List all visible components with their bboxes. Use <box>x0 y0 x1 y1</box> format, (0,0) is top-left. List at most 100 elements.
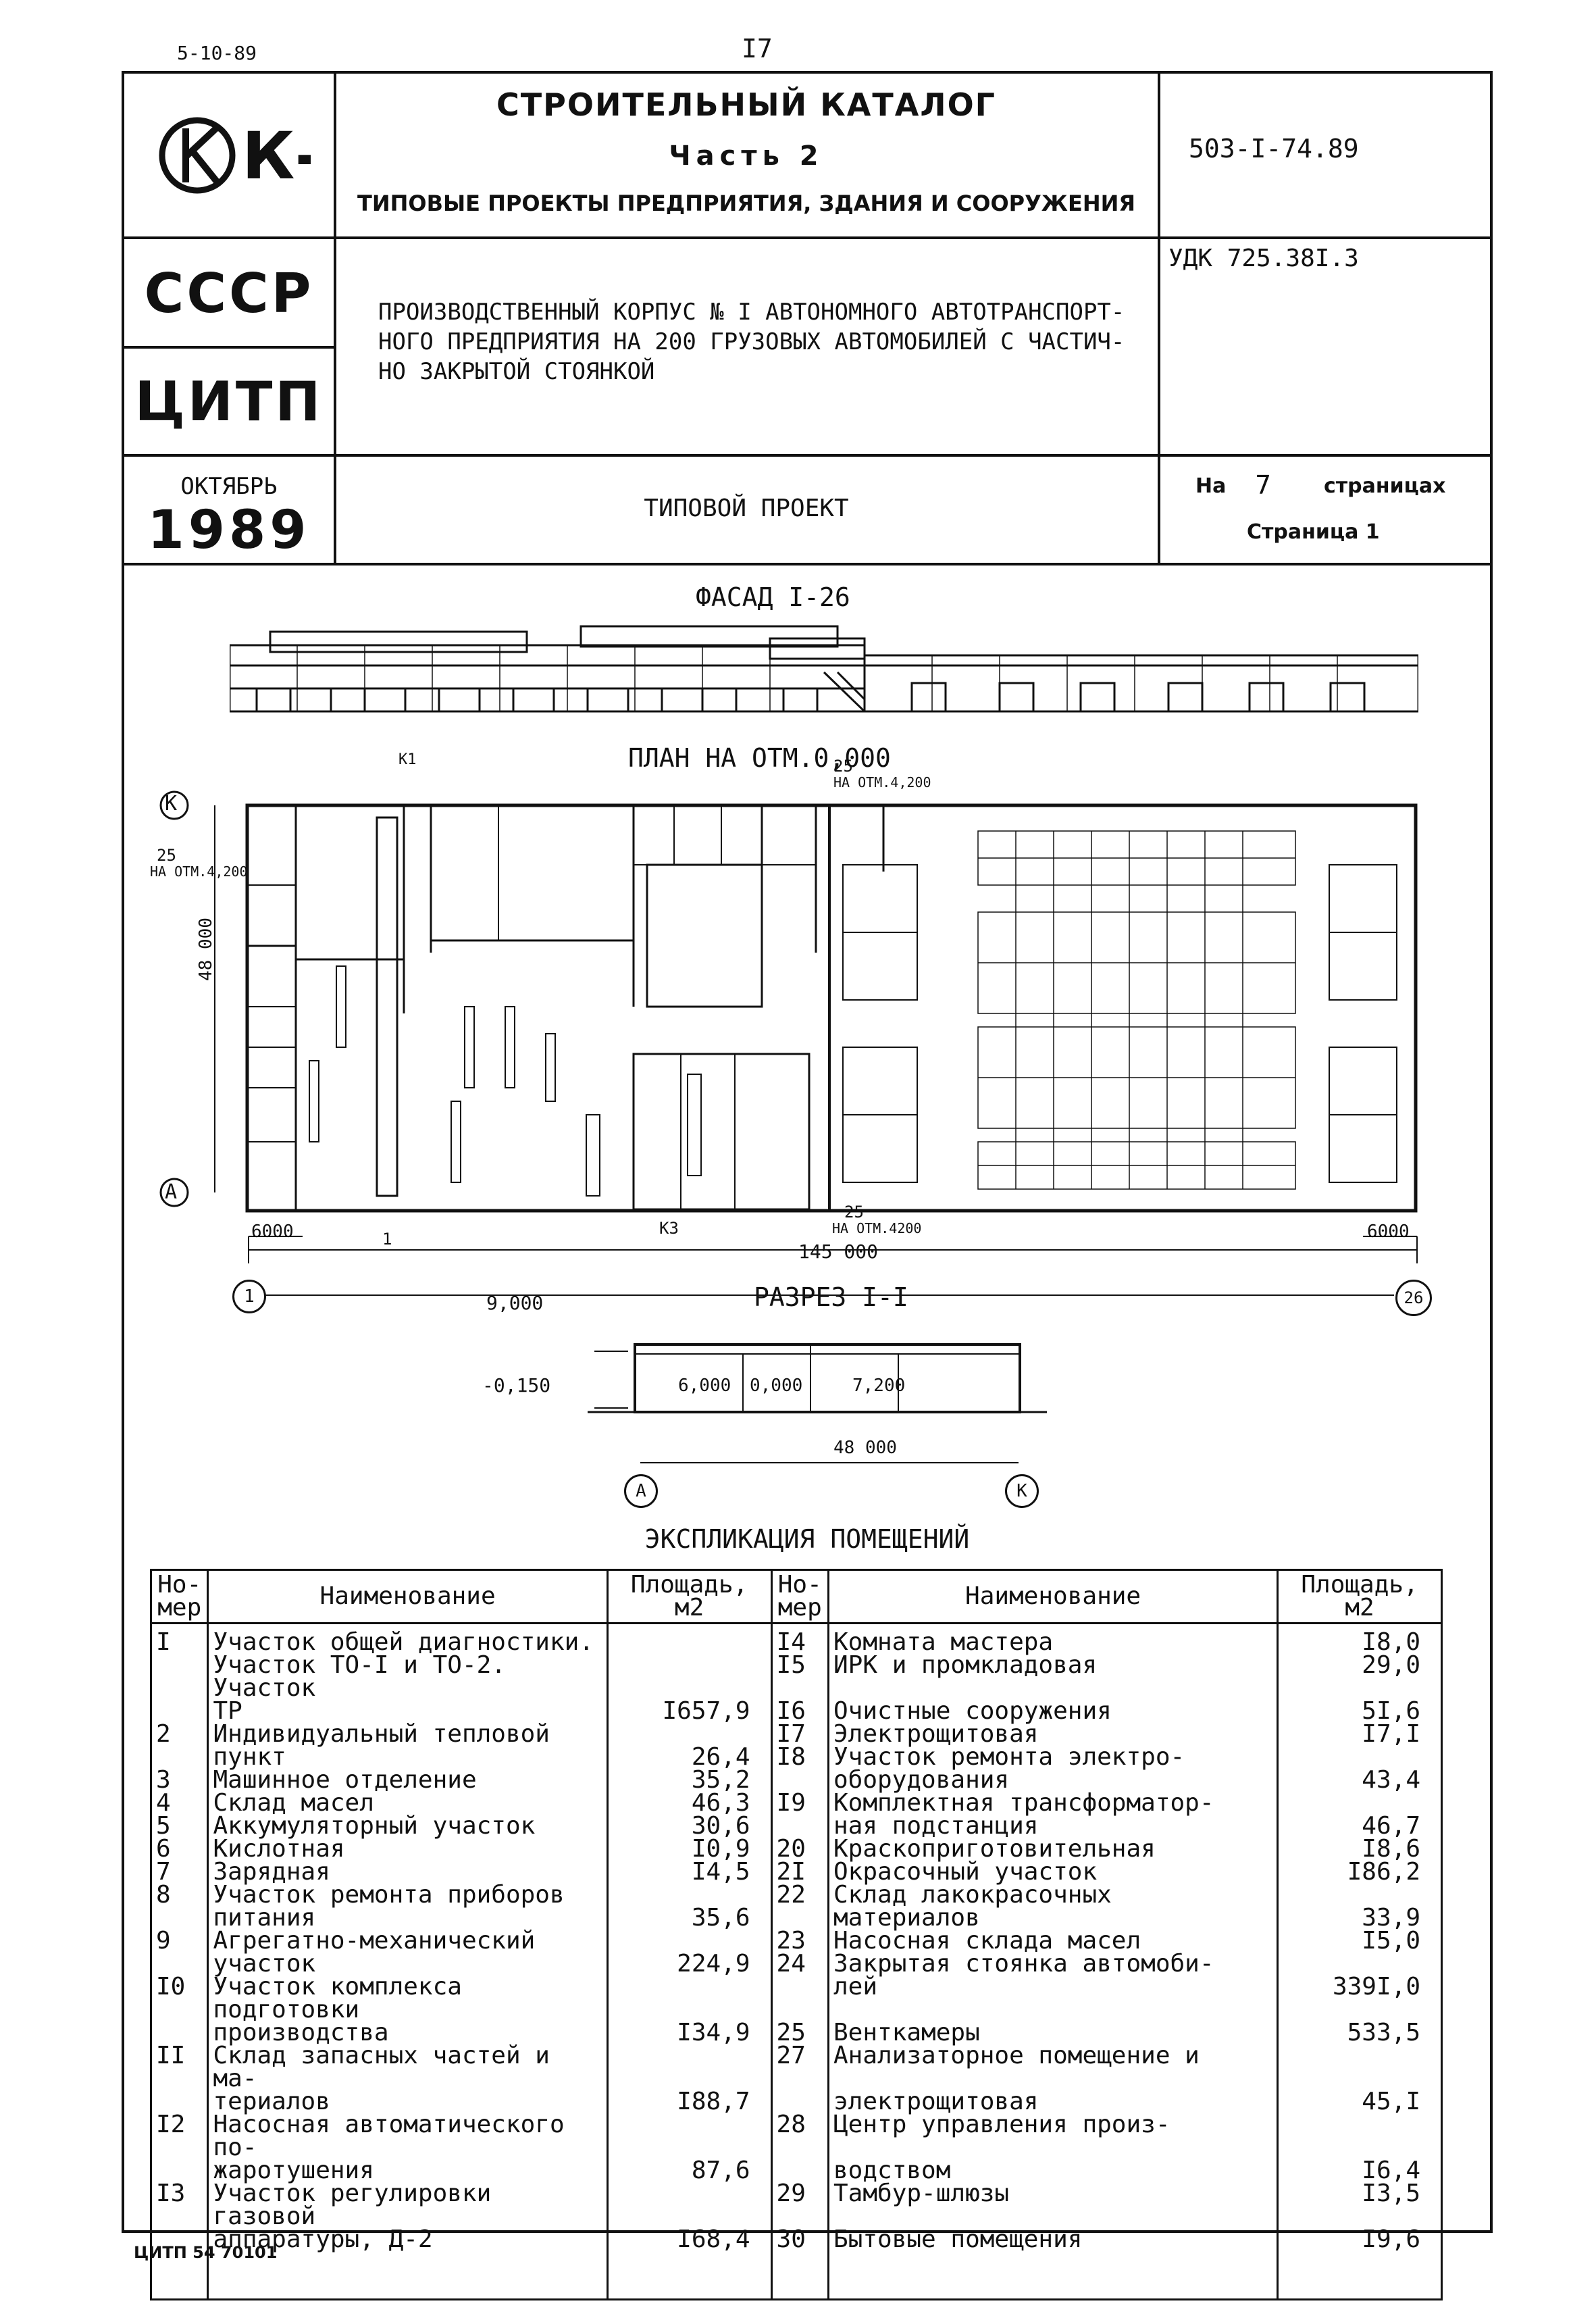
room-area <box>1277 1884 1443 1907</box>
room-area <box>606 2044 773 2090</box>
room-name: Окрасочный участок <box>827 1860 1279 1884</box>
room-name: материалов <box>827 1906 1279 1930</box>
room-number: 7 <box>149 1860 209 1884</box>
room-number: 28 <box>770 2113 830 2159</box>
vent-note-top-level: НА ОТМ.4,200 <box>833 774 931 790</box>
room-name: Участок регулировки газовой <box>207 2182 609 2229</box>
axis-line <box>265 1294 1394 1296</box>
level-9000: 9,000 <box>486 1292 544 1314</box>
issue-month: ОКТЯБРЬ <box>180 473 278 500</box>
room-number: 23 <box>770 1929 830 1953</box>
project-title-line: НО ЗАКРЫТОЙ СТОЯНКОЙ <box>378 358 655 385</box>
room-number <box>770 2159 830 2182</box>
room-number: I0 <box>149 1975 209 2021</box>
vent-note-bottom: 25 <box>844 1203 864 1222</box>
room-number: 4 <box>149 1791 209 1815</box>
section-axis-A: А <box>624 1474 658 1508</box>
axis-A-label: А <box>165 1180 178 1204</box>
issue-year: 1989 <box>147 500 311 561</box>
pages-suffix: страницах <box>1324 474 1446 498</box>
room-area <box>606 2182 773 2228</box>
room-area: 26,4 <box>606 1745 773 1769</box>
axis-K-label: К <box>165 792 178 815</box>
project-code: 503-I-74.89 <box>1189 134 1359 164</box>
room-number: 2I <box>770 1860 830 1884</box>
room-name: аппаратуры, Д-2 <box>207 2228 609 2252</box>
room-name: Индивидуальный тепловой <box>207 1722 609 1746</box>
room-area: I86,2 <box>1277 1860 1443 1884</box>
catalog-title: СТРОИТЕЛЬНЫЙ КАТАЛОГ <box>496 86 996 123</box>
room-area <box>606 1654 773 1700</box>
room-name: производства <box>207 2021 609 2045</box>
room-number: I <box>149 1623 209 1654</box>
room-name: Агрегатно-механический <box>207 1929 609 1953</box>
room-area <box>1277 1746 1443 1769</box>
room-name: Анализаторное помещение и <box>827 2044 1279 2090</box>
col-area-header: Площадь, м2 <box>1277 1569 1443 1624</box>
section-axis-K: К <box>1005 1474 1039 1508</box>
room-area: I8,6 <box>1277 1837 1443 1861</box>
room-area <box>606 2113 773 2159</box>
axis-1-bubble: 1 <box>232 1280 266 1313</box>
room-name: Краскоприготовительная <box>827 1837 1279 1861</box>
room-number: 24 <box>770 1952 830 1976</box>
room-name: Очистные сооружения <box>827 1699 1279 1724</box>
catalog-part: Часть 2 <box>669 141 824 172</box>
room-name: Склад лакокрасочных <box>827 1883 1279 1907</box>
room-name: Центр управления произ- <box>827 2113 1279 2159</box>
room-area <box>606 1623 773 1654</box>
room-number: 6 <box>149 1837 209 1861</box>
room-name: Закрытая стоянка автомоби- <box>827 1952 1279 1976</box>
room-name: Кислотная <box>207 1837 609 1861</box>
org-label: ЦИТП <box>134 370 324 433</box>
room-number: 25 <box>770 2021 830 2045</box>
room-name: териалов <box>207 2090 609 2114</box>
page-label: Страница 1 <box>1247 520 1380 544</box>
room-area: 43,4 <box>1277 1768 1443 1792</box>
room-name: Склад запасных частей и ма- <box>207 2044 609 2091</box>
room-name: Венткамеры <box>827 2021 1279 2045</box>
room-area: 45,I <box>1277 2090 1443 2114</box>
catalog-part-subtitle: ТИПОВЫЕ ПРОЕКТЫ ПРЕДПРИЯТИЯ, ЗДАНИЯ И СО… <box>357 191 1136 216</box>
room-area: I9,6 <box>1277 2228 1443 2252</box>
explication-table: Но- мер Наименование Площадь, м2 Но- мер… <box>149 1569 1443 2300</box>
room-area <box>606 1723 773 1746</box>
room-area <box>606 1976 773 2021</box>
room-area: I8,0 <box>1277 1623 1443 1654</box>
plan-title: ПЛАН НА ОТМ.0,000 <box>628 743 891 773</box>
room-number: I6 <box>770 1699 830 1724</box>
col-name-header: Наименование <box>207 1569 609 1624</box>
room-area: 46,3 <box>606 1791 773 1815</box>
room-area <box>1277 1953 1443 1976</box>
room-number: I7 <box>770 1722 830 1746</box>
room-name: водством <box>827 2159 1279 2183</box>
pages-prefix: На <box>1195 474 1227 498</box>
vent-note-bottom-level: НА ОТМ.4200 <box>832 1220 922 1236</box>
room-number <box>149 2090 209 2113</box>
section-dim-line <box>640 1462 1019 1463</box>
room-area: I68,4 <box>606 2228 773 2252</box>
svg-text:К-2: К-2 <box>242 118 311 194</box>
room-name: Участок комплекса подготовки <box>207 1975 609 2022</box>
room-area <box>606 1884 773 1907</box>
room-number: 8 <box>149 1883 209 1907</box>
room-number <box>770 2090 830 2113</box>
room-area: 46,7 <box>1277 1814 1443 1838</box>
room-area <box>1277 2044 1443 2090</box>
level-minus-0150: -0,150 <box>482 1374 551 1397</box>
document-type: ТИПОВОЙ ПРОЕКТ <box>644 495 849 522</box>
page-number: I7 <box>742 34 773 64</box>
col-name-header: Наименование <box>827 1569 1279 1624</box>
room-area: 30,6 <box>606 1814 773 1838</box>
section-title: РАЗРЕЗ I-I <box>754 1282 908 1312</box>
room-number: I2 <box>149 2113 209 2159</box>
room-number: I4 <box>770 1623 830 1654</box>
